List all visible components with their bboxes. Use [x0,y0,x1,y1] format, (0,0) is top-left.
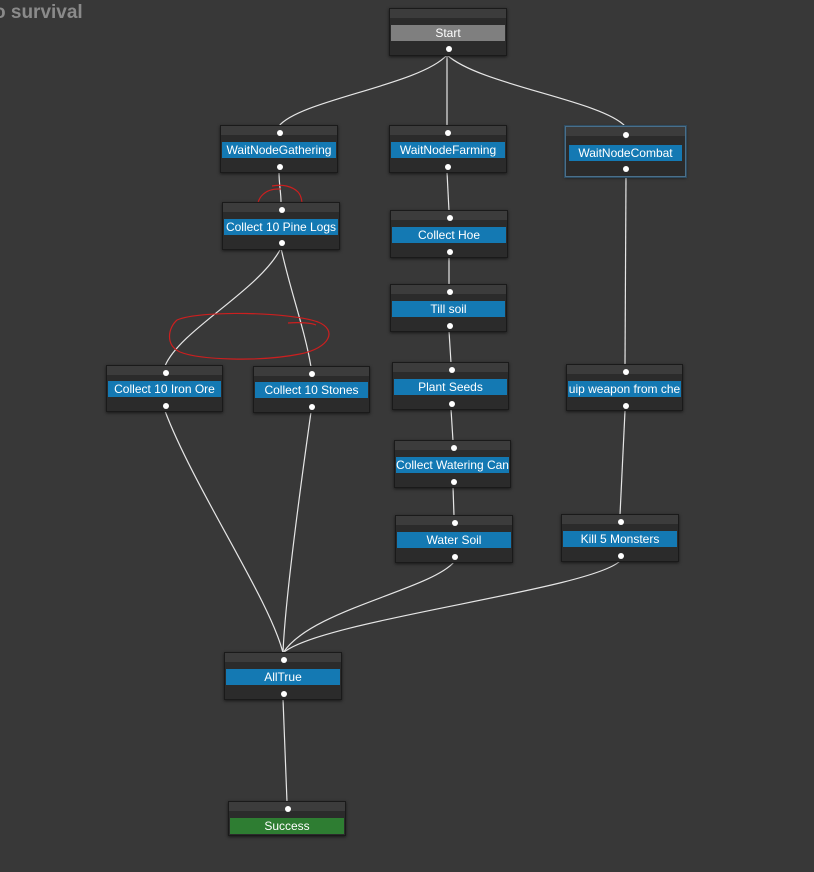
node-start-label: Start [391,25,505,41]
input-port[interactable] [451,445,457,451]
node-success-label: Success [230,818,344,834]
node-plant-seeds[interactable]: Plant Seeds [392,362,509,410]
node-collect-stones[interactable]: Collect 10 Stones [253,366,370,413]
output-port[interactable] [449,401,455,407]
node-wait-farming-label: WaitNodeFarming [391,142,505,158]
node-till-soil-label: Till soil [392,301,505,317]
edge-alltrue-success [282,698,288,803]
input-port[interactable] [279,207,285,213]
node-wait-combat[interactable]: WaitNodeCombat [565,126,686,177]
output-port[interactable] [451,479,457,485]
node-collect-watering-can-label: Collect Watering Can [396,457,509,473]
output-port[interactable] [623,403,629,409]
input-port[interactable] [445,130,451,136]
node-collect-hoe[interactable]: Collect Hoe [390,210,508,258]
edge-pinelogs-ironore [164,247,282,367]
node-collect-pine-logs-label: Collect 10 Pine Logs [224,219,338,235]
input-port[interactable] [285,806,291,812]
node-kill-monsters-label: Kill 5 Monsters [563,531,677,547]
input-port[interactable] [618,519,624,525]
node-success[interactable]: Success [228,801,346,836]
edge-plant-wateringcan [450,408,454,442]
output-port[interactable] [309,404,315,410]
node-all-true[interactable]: AllTrue [224,652,342,700]
output-port[interactable] [277,164,283,170]
node-collect-iron-ore-label: Collect 10 Iron Ore [108,381,221,397]
node-equip-weapon-label: uip weapon from che [568,381,681,397]
edge-till-plant [448,330,452,364]
node-collect-pine-logs[interactable]: Collect 10 Pine Logs [222,202,340,250]
node-plant-seeds-label: Plant Seeds [394,379,507,395]
annotation-circle-large [168,312,330,360]
node-collect-hoe-label: Collect Hoe [392,227,506,243]
edge-gathering-pinelogs [278,171,282,203]
edge-farming-hoe [446,171,450,212]
output-port[interactable] [623,166,629,172]
output-port[interactable] [618,553,624,559]
input-port[interactable] [281,657,287,663]
node-kill-monsters[interactable]: Kill 5 Monsters [561,514,679,562]
edge-start-gathering [278,54,448,127]
output-port[interactable] [446,46,452,52]
node-start[interactable]: Start [389,8,507,56]
node-wait-combat-label: WaitNodeCombat [569,145,682,161]
edge-combat-equip [624,174,627,366]
output-port[interactable] [163,403,169,409]
graph-title: o survival [0,2,83,23]
node-collect-watering-can[interactable]: Collect Watering Can [394,440,511,488]
node-wait-gathering[interactable]: WaitNodeGathering [220,125,338,173]
output-port[interactable] [452,554,458,560]
node-collect-stones-label: Collect 10 Stones [255,382,368,398]
node-water-soil[interactable]: Water Soil [395,515,513,563]
output-port[interactable] [447,323,453,329]
input-port[interactable] [309,371,315,377]
edge-equip-kill [619,410,626,516]
edge-watersoil-alltrue [282,561,455,654]
output-port[interactable] [447,249,453,255]
edge-ironore-alltrue [164,410,284,654]
edge-kill-alltrue [282,560,621,654]
input-port[interactable] [623,132,629,138]
node-collect-iron-ore[interactable]: Collect 10 Iron Ore [106,365,223,412]
input-port[interactable] [277,130,283,136]
edge-wateringcan-watersoil [452,486,455,517]
output-port[interactable] [281,691,287,697]
input-port[interactable] [447,215,453,221]
input-port[interactable] [447,289,453,295]
output-port[interactable] [445,164,451,170]
node-till-soil[interactable]: Till soil [390,284,507,332]
node-all-true-label: AllTrue [226,669,340,685]
input-port[interactable] [452,520,458,526]
input-port[interactable] [623,369,629,375]
node-equip-weapon[interactable]: uip weapon from che [566,364,683,411]
input-port[interactable] [449,367,455,373]
edge-start-combat [446,54,626,127]
edge-pinelogs-stones [280,247,312,368]
input-port[interactable] [163,370,169,376]
node-wait-farming[interactable]: WaitNodeFarming [389,125,507,173]
node-water-soil-label: Water Soil [397,532,511,548]
node-wait-gathering-label: WaitNodeGathering [222,142,336,158]
output-port[interactable] [279,240,285,246]
edge-stones-alltrue [282,411,312,654]
